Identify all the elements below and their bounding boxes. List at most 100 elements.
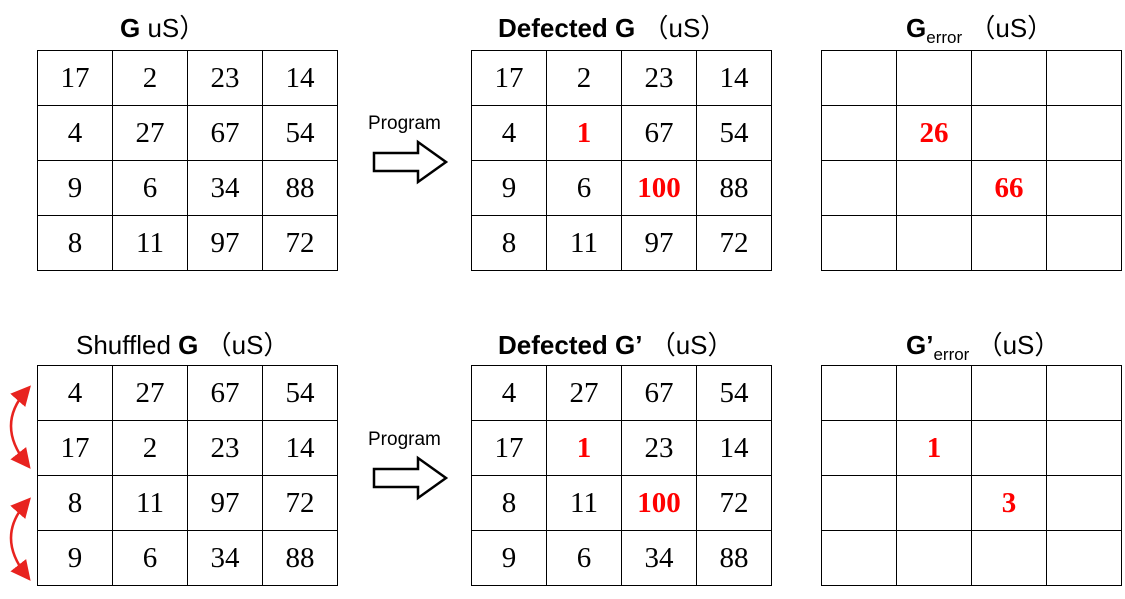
matrix-cell: 34	[187, 530, 263, 586]
matrix-cell: 6	[112, 160, 188, 216]
matrix-cell: 23	[187, 50, 263, 106]
title-defected-g-prime-bold: Defected G’	[498, 330, 643, 360]
title-defected-g-unit: （uS）	[635, 13, 727, 43]
matrix-cell: 100	[621, 160, 697, 216]
matrix-cell	[1046, 420, 1122, 476]
title-g-error-bold: G	[906, 13, 927, 43]
matrix-cell	[821, 105, 897, 161]
matrix-cell: 67	[187, 365, 263, 421]
matrix-cell: 54	[262, 105, 338, 161]
matrix-cell: 72	[696, 215, 772, 271]
matrix-cell	[1046, 215, 1122, 271]
program-label-top: Program	[368, 113, 441, 134]
table-row: 1	[821, 420, 1122, 476]
title-g: G uS）	[120, 8, 205, 45]
matrix-cell	[896, 530, 972, 586]
matrix-cell: 11	[112, 215, 188, 271]
matrix-cell: 4	[37, 105, 113, 161]
title-defected-g: Defected G （uS）	[498, 8, 726, 45]
right-arrow-icon	[372, 139, 449, 185]
swap-arrow-icon	[9, 497, 31, 581]
title-shuffled-g-bold: G	[178, 330, 199, 360]
matrix-cell	[896, 160, 972, 216]
matrix-cell: 9	[471, 530, 547, 586]
matrix-cell: 100	[621, 475, 697, 531]
matrix-cell: 23	[187, 420, 263, 476]
matrix-cell	[971, 530, 1047, 586]
matrix-cell: 54	[262, 365, 338, 421]
matrix-cell: 11	[546, 475, 622, 531]
matrix-cell: 72	[262, 475, 338, 531]
matrix-cell	[1046, 160, 1122, 216]
program-label-bottom: Program	[368, 429, 441, 450]
matrix-cell: 9	[37, 160, 113, 216]
title-g-error-sub: error	[926, 28, 963, 47]
matrix-cell: 11	[112, 475, 188, 531]
matrix-cell: 17	[471, 50, 547, 106]
matrix-cell: 8	[471, 215, 547, 271]
table-row: 26	[821, 105, 1122, 161]
matrix-cell: 97	[187, 475, 263, 531]
title-g-error-unit: （uS）	[962, 13, 1054, 43]
matrix-cell: 88	[696, 160, 772, 216]
right-arrow-icon	[372, 455, 449, 501]
matrix-cell: 14	[262, 50, 338, 106]
table-row	[821, 365, 1122, 421]
matrix-cell	[1046, 365, 1122, 421]
matrix-cell: 8	[37, 475, 113, 531]
matrix-cell: 67	[621, 105, 697, 161]
title-g-prime-error-sub: error	[933, 345, 970, 364]
matrix-cell: 27	[546, 365, 622, 421]
matrix-cell: 72	[262, 215, 338, 271]
matrix-cell: 66	[971, 160, 1047, 216]
matrix-cell: 4	[471, 105, 547, 161]
matrix-cell	[971, 215, 1047, 271]
matrix-cell: 14	[696, 420, 772, 476]
matrix-cell: 67	[621, 365, 697, 421]
matrix-cell	[1046, 530, 1122, 586]
matrix-cell	[1046, 105, 1122, 161]
matrix-cell: 11	[546, 215, 622, 271]
matrix-cell: 1	[896, 420, 972, 476]
matrix-cell: 8	[37, 215, 113, 271]
matrix-cell: 4	[37, 365, 113, 421]
table-row: 3	[821, 475, 1122, 531]
matrix-cell	[971, 105, 1047, 161]
matrix-cell: 88	[696, 530, 772, 586]
matrix-cell: 6	[546, 530, 622, 586]
matrix-cell	[821, 365, 897, 421]
matrix-cell: 34	[621, 530, 697, 586]
matrix-cell: 34	[187, 160, 263, 216]
matrix-cell: 67	[187, 105, 263, 161]
table-row	[821, 215, 1122, 271]
matrix-cell: 97	[621, 215, 697, 271]
matrix-cell	[896, 475, 972, 531]
title-g-error: Gerror （uS）	[906, 8, 1053, 48]
matrix-cell	[821, 475, 897, 531]
matrix-cell	[1046, 475, 1122, 531]
matrix-cell: 17	[37, 420, 113, 476]
title-defected-g-prime-unit: （uS）	[642, 330, 734, 360]
matrix-cell: 27	[112, 105, 188, 161]
title-shuffled-g-pre: Shuffled	[76, 330, 179, 360]
matrix-cell: 23	[621, 50, 697, 106]
matrix-cell	[971, 50, 1047, 106]
matrix-cell	[821, 530, 897, 586]
title-g-bold: G	[120, 13, 141, 43]
matrix-cell: 1	[546, 105, 622, 161]
